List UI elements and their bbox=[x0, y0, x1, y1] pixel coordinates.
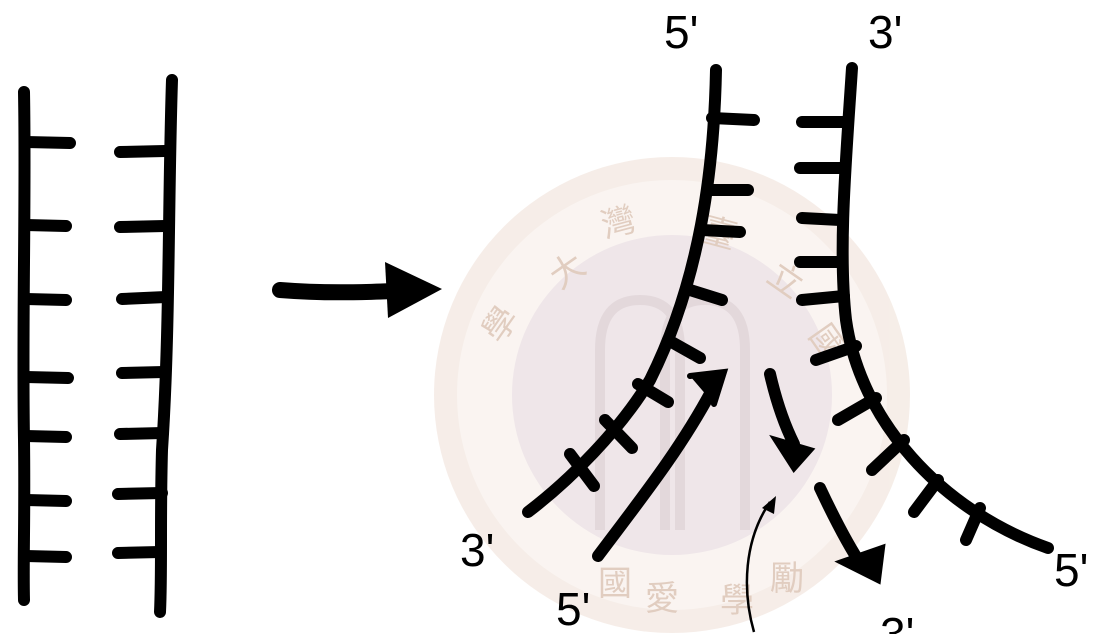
label-bottom-mid-5prime: 5' bbox=[556, 583, 590, 634]
label-bottom-left-3prime: 3' bbox=[460, 524, 494, 576]
process-arrow bbox=[280, 262, 442, 318]
svg-text:國: 國 bbox=[598, 564, 632, 604]
parental-dna-strand-left bbox=[23, 92, 70, 600]
parental-dna-strand-right bbox=[118, 80, 172, 612]
svg-text:愛: 愛 bbox=[645, 579, 679, 619]
label-top-right-3prime: 3' bbox=[868, 6, 902, 58]
label-right-5prime: 5' bbox=[1054, 544, 1088, 596]
label-bottom-right-3prime: 3' bbox=[880, 608, 914, 634]
svg-text:勵: 勵 bbox=[770, 559, 804, 599]
label-top-left-5prime: 5' bbox=[664, 6, 698, 58]
